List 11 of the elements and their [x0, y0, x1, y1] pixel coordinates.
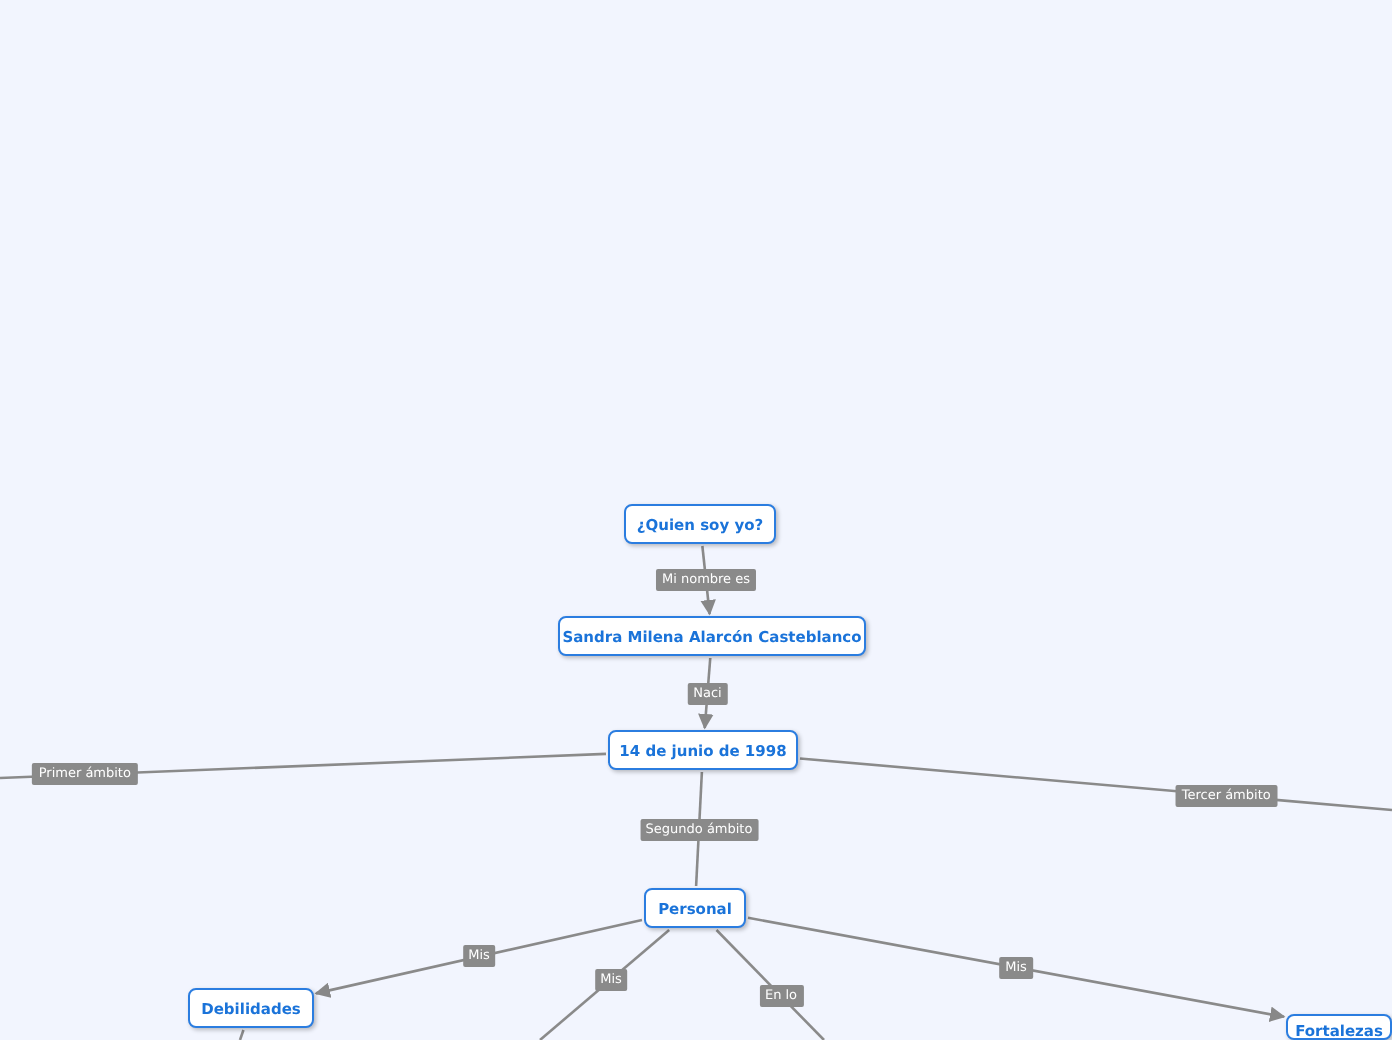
connector-line [539, 929, 670, 1040]
topic-box [624, 504, 776, 544]
topic-box [558, 616, 866, 656]
topic-box [644, 888, 746, 928]
arrow [314, 918, 643, 998]
topic-box [188, 988, 314, 1028]
topic-box [608, 730, 798, 770]
connector-line [238, 1029, 245, 1040]
connector-line [715, 929, 825, 1040]
arrow [747, 916, 1286, 1022]
topic-box [1286, 1014, 1392, 1040]
